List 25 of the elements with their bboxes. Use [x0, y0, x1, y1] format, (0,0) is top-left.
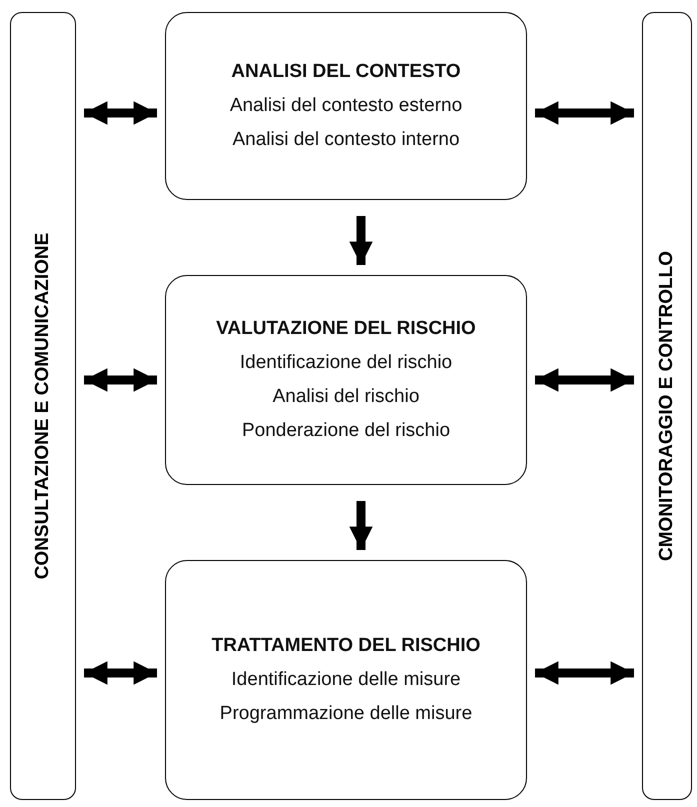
double-arrow	[84, 661, 157, 685]
box-item: Analisi del contesto esterno	[230, 94, 462, 118]
box-item: Identificazione delle misure	[231, 668, 461, 692]
box-item: Analisi del contesto interno	[232, 128, 460, 152]
box-item: Identificazione del rischio	[240, 351, 452, 375]
side-panel	[642, 12, 692, 800]
double-arrow	[535, 368, 634, 392]
process-box	[165, 275, 527, 485]
side-panel	[10, 12, 76, 800]
box-item: Ponderazione del rischio	[242, 419, 450, 443]
double-arrow	[535, 661, 634, 685]
box-item: Programmazione delle misure	[220, 702, 472, 726]
arrow	[349, 216, 373, 265]
box-title: VALUTAZIONE DEL RISCHIO	[216, 317, 476, 341]
process-box	[165, 560, 527, 800]
box-title: ANALISI DEL CONTESTO	[231, 60, 461, 84]
box-item: Analisi del rischio	[272, 385, 420, 409]
vertical-label: CMONITORAGGIO E CONTROLLO	[656, 251, 678, 561]
process-box	[165, 12, 527, 200]
vertical-label: CONSULTAZIONE E COMUNICAZIONE	[32, 232, 54, 580]
double-arrow	[84, 101, 157, 125]
arrow	[349, 501, 373, 550]
double-arrow	[84, 368, 157, 392]
double-arrow	[535, 101, 634, 125]
box-title: TRATTAMENTO DEL RISCHIO	[212, 634, 480, 658]
